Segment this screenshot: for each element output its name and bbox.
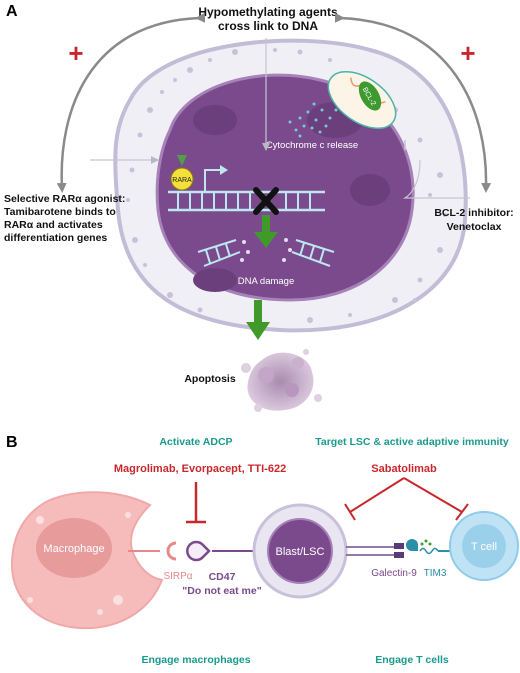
dna-rungs xyxy=(177,192,311,210)
sirpa-icon xyxy=(166,541,177,561)
bcl2-badge xyxy=(358,81,382,111)
t-cell-nucleus xyxy=(462,524,506,568)
hma-title-line1: Hypomethylating agents xyxy=(198,5,338,19)
bcl2-text-line2: Venetoclax xyxy=(447,221,502,233)
tim3-linker xyxy=(419,547,439,555)
panel-a-label: A xyxy=(6,3,18,20)
blast-nucleus xyxy=(267,518,333,584)
engage-macrophages-label: Engage macrophages xyxy=(141,654,250,666)
macrophage-cell xyxy=(10,491,164,630)
cd47-drugs-label: Magrolimab, Evorpacept, TTI-622 xyxy=(114,463,286,475)
apoptotic-cell-icon xyxy=(241,349,322,412)
hma-title-line2: cross link to DNA xyxy=(218,19,318,33)
do-not-eat-me-label: "Do not eat me" xyxy=(182,585,261,597)
transcription-start-arrow xyxy=(204,169,222,192)
right-curved-double-arrow xyxy=(334,12,492,193)
sabatolimab-label: Sabatolimab xyxy=(371,463,437,475)
nucleolus-3 xyxy=(350,174,390,206)
cd47-icon xyxy=(186,540,211,562)
target-lsc-label: Target LSC & active adaptive immunity xyxy=(315,436,509,448)
tim3-icon xyxy=(406,539,418,551)
sabatolimab-inhibition-lines xyxy=(344,477,469,521)
dna-damage-label: DNA damage xyxy=(238,276,295,287)
tim3-glycans xyxy=(420,539,432,546)
galectin-9-stalks xyxy=(346,546,394,556)
cd47-label: CD47 xyxy=(209,571,236,583)
blast-label: Blast/LSC xyxy=(276,546,325,558)
t-cell-label: T cell xyxy=(471,541,497,553)
panel-b-label: B xyxy=(6,434,18,451)
crosslink-x-icon xyxy=(253,187,279,215)
rara-text-line4: differentiation genes xyxy=(4,232,107,244)
rara-circle xyxy=(170,167,194,191)
rara-ligand-icon xyxy=(177,155,187,166)
venetoclax-line xyxy=(402,159,470,199)
activate-adcp-label: Activate ADCP xyxy=(159,436,232,448)
rara-text-line3: RARα and activates xyxy=(4,219,103,231)
cytochrome-label: Cytochrome c release xyxy=(266,140,358,151)
apoptosis-label: Apoptosis xyxy=(184,373,235,385)
galectin-9-label: Galectin-9 xyxy=(371,568,417,579)
apoptosis-green-arrow xyxy=(246,300,270,340)
cytochrome-c-dots xyxy=(288,102,338,138)
galectin-9-icon xyxy=(394,543,404,549)
bcl2-text-line1: BCL-2 inhibitor: xyxy=(434,207,513,219)
nucleolus-4 xyxy=(193,268,237,292)
macrophage-label: Macrophage xyxy=(43,543,104,555)
transcription-arrowhead xyxy=(220,165,228,175)
left-curved-double-arrow xyxy=(56,12,206,193)
rara-text-line1: Selective RARα agonist: xyxy=(4,193,125,205)
plus-left-icon: + xyxy=(68,38,83,68)
cytoplasm-granules xyxy=(126,48,447,323)
rara-label: RARA xyxy=(172,177,192,184)
engage-tcells-label: Engage T cells xyxy=(375,654,449,666)
rara-text-line2: Tamibarotene binds to xyxy=(4,206,116,218)
tim3-label: TIM3 xyxy=(424,568,447,579)
plus-right-icon: + xyxy=(460,38,475,68)
damage-green-arrow xyxy=(254,215,278,248)
broken-dna-icon xyxy=(197,239,335,267)
nucleolus-1 xyxy=(193,105,237,135)
sirpa-label: SIRPα xyxy=(163,571,192,582)
dna-fragments xyxy=(240,238,292,262)
cd47-inhibition-line xyxy=(186,482,206,524)
mitochondrion: BCL-2 xyxy=(327,70,397,130)
